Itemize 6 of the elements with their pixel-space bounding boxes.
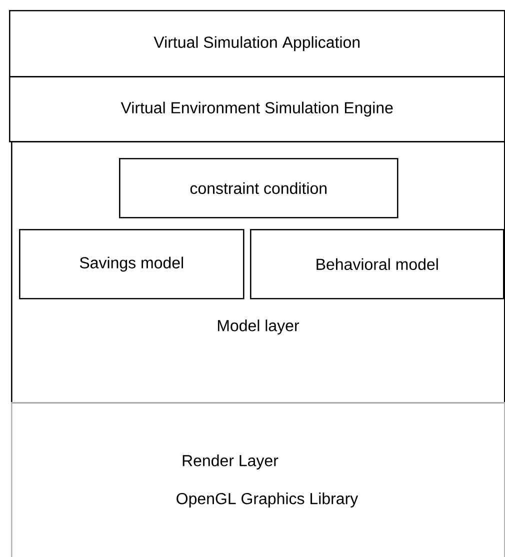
- app-box: Virtual Simulation Application: [9, 10, 505, 78]
- model-box: Behavioral model: [250, 229, 504, 300]
- render-layer-box: Render Layer OpenGL Graphics Library: [11, 402, 505, 557]
- constraint-box: constraint condition: [119, 158, 398, 218]
- engine-box: Virtual Environment Simulation Engine: [9, 76, 505, 142]
- model-box: Savings model: [19, 229, 244, 300]
